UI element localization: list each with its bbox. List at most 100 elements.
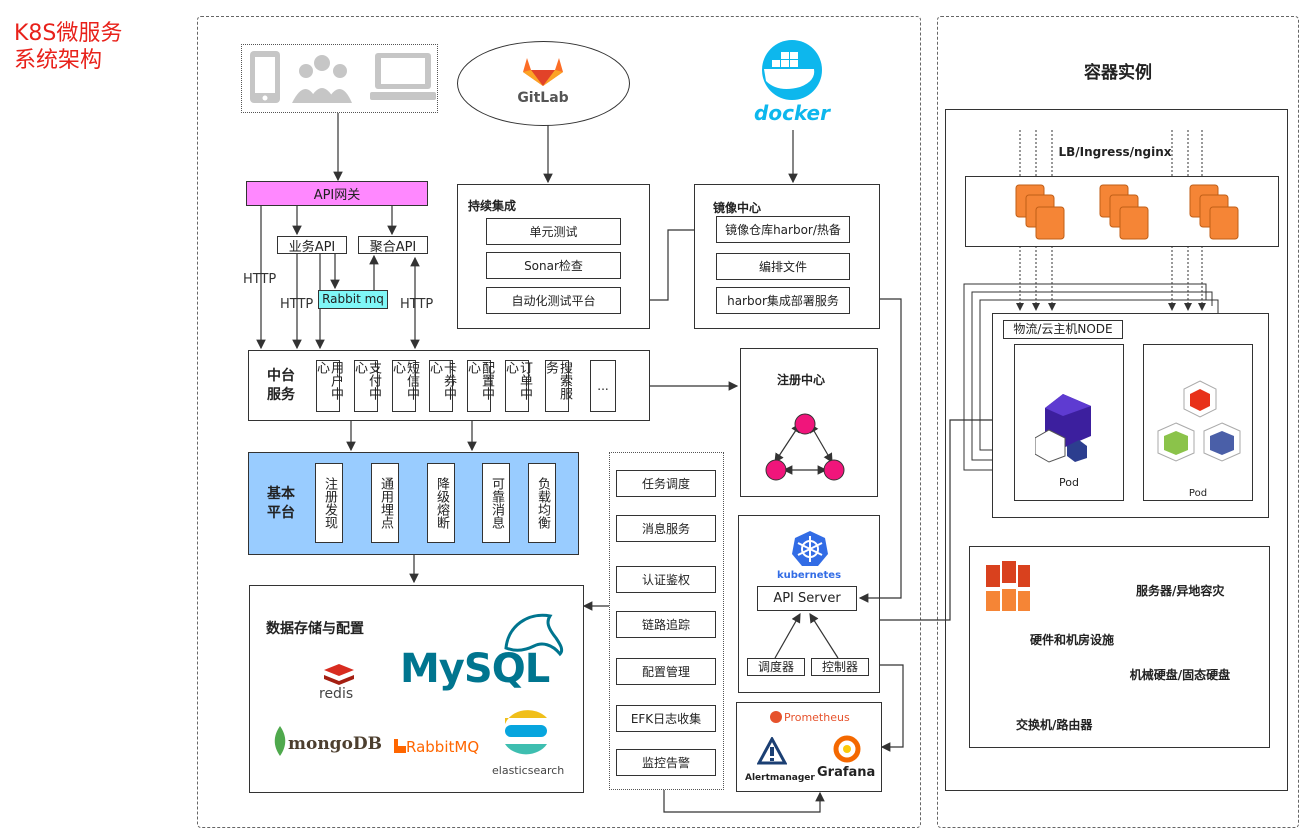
pod-cube-icon: [1035, 394, 1091, 463]
ci-item-autotest: 自动化测试平台: [486, 287, 621, 314]
registry-item-deploy: harbor集成部署服务: [716, 287, 850, 314]
middle-item-order: 订单中心: [503, 360, 532, 412]
ci-title: 持续集成: [468, 199, 517, 213]
registry-item-orchestration: 编排文件: [716, 253, 850, 280]
http-label-3: HTTP: [400, 297, 434, 312]
mysql-logo: MySQL: [400, 646, 550, 692]
prometheus-label: Prometheus: [784, 711, 850, 724]
middle-item-config: 配置中心: [465, 360, 494, 412]
title-line-1: K8S微服务: [14, 21, 123, 46]
api-server: API Server: [757, 586, 857, 611]
infra-switch: 交换机/路由器: [1016, 718, 1093, 732]
rabbitmq-logo-label: RabbitMQ: [406, 738, 480, 756]
kubernetes-box: kubernetes API Server 调度器 控制器: [738, 515, 880, 693]
prometheus-icon: [770, 711, 782, 723]
infra-server: 服务器/异地容灾: [1136, 584, 1225, 598]
prometheus-box: Prometheus Alertmanager Grafana: [736, 702, 882, 792]
node-label: 物流/云主机NODE: [1003, 320, 1123, 339]
elasticsearch-icon: [505, 710, 547, 755]
pod-1-label: Pod: [1059, 476, 1079, 489]
middle-item-more: ...: [590, 360, 616, 412]
middle-item-sms: 短信中心: [390, 360, 419, 412]
ops-item-efk: EFK日志收集: [616, 705, 716, 732]
registry-node-top: [794, 413, 816, 435]
ops-item-msg: 消息服务: [616, 515, 716, 542]
title-line-2: 系统架构: [14, 48, 103, 73]
middle-item-user: 用户中心: [314, 360, 343, 412]
registry-box: 镜像中心 镜像仓库harbor/热备 编排文件 harbor集成部署服务: [694, 184, 880, 329]
base-item-lb: 负载均衡: [528, 463, 556, 543]
storage-title: 数据存储与配置: [266, 621, 364, 637]
registry-item-harbor: 镜像仓库harbor/热备: [716, 216, 850, 243]
base-item-discovery: 注册发现: [315, 463, 343, 543]
biz-api: 业务API: [277, 236, 347, 255]
base-item-reliable-msg: 可靠消息: [482, 463, 510, 543]
gitlab-ellipse: GitLab: [457, 41, 630, 126]
api-gateway: API网关: [246, 181, 428, 206]
gitlab-label: GitLab: [517, 90, 569, 106]
alertmanager-icon: [757, 737, 787, 765]
registry-title: 镜像中心: [713, 201, 762, 215]
node-box: 物流/云主机NODE Pod Pod: [992, 313, 1269, 518]
pod-1: Pod: [1014, 344, 1124, 501]
mysql-label: MySQL: [400, 646, 550, 692]
redis-icon: [324, 664, 354, 685]
clients-icons: [250, 51, 436, 103]
redis-label: redis: [319, 686, 354, 702]
ci-box: 持续集成 单元测试 Sonar检查 自动化测试平台: [457, 184, 650, 329]
registry-center-title: 注册中心: [777, 373, 826, 387]
registry-center-box: 注册中心: [740, 348, 878, 497]
infra-box: 服务器/异地容灾 硬件和机房设施 机械硬盘/固态硬盘 交换机/路由器: [969, 546, 1270, 748]
storage-box: 数据存储与配置 MySQL redis mongoDB RabbitMQ ela…: [249, 585, 584, 793]
ops-box: 任务调度 消息服务 认证鉴权 链路追踪 配置管理 EFK日志收集 监控告警: [609, 452, 724, 790]
mongodb-label: mongoDB: [288, 734, 383, 754]
base-platform: 基本平台 注册发现 通用埋点 降级熔断 可靠消息 负载均衡: [248, 452, 579, 555]
mongodb-leaf-icon: [274, 726, 286, 756]
container-region: [937, 16, 1299, 828]
agg-api: 聚合API: [358, 236, 428, 255]
lb-box: [965, 176, 1279, 247]
base-item-tracking: 通用埋点: [371, 463, 399, 543]
middle-item-pay: 支付中心: [352, 360, 381, 412]
container-title: 容器实例: [1084, 63, 1152, 83]
base-item-circuit: 降级熔断: [427, 463, 455, 543]
ops-item-auth: 认证鉴权: [616, 566, 716, 593]
ops-item-scheduler: 任务调度: [616, 470, 716, 497]
rabbitmq-box: Rabbit mq: [318, 290, 388, 309]
ci-item-unit-test: 单元测试: [486, 218, 621, 245]
registry-node-right: [823, 459, 845, 481]
clients-box: [241, 44, 438, 113]
infra-datacenter: 硬件和机房设施: [1030, 633, 1115, 647]
ops-item-trace: 链路追踪: [616, 611, 716, 638]
grafana-label: Grafana: [817, 765, 876, 780]
docker-label: docker: [754, 101, 831, 125]
ops-item-monitor: 监控告警: [616, 749, 716, 776]
middle-item-search: 搜索服务: [543, 360, 572, 412]
infra-disk: 机械硬盘/固态硬盘: [1129, 668, 1231, 682]
architecture-region: [197, 16, 921, 828]
kubernetes-label: kubernetes: [776, 570, 842, 581]
registry-node-left: [765, 459, 787, 481]
pod-cluster-icon: [1157, 380, 1241, 462]
elasticsearch-label: elasticsearch: [492, 764, 565, 777]
pod-2-label: Pod: [1188, 488, 1208, 499]
lb-label: LB/Ingress/nginx: [1058, 145, 1172, 159]
base-title: 基本平台: [267, 486, 295, 521]
lb-instance-icons: [1015, 184, 1239, 240]
http-label-1: HTTP: [243, 272, 277, 287]
kubernetes-icon: [792, 531, 828, 566]
ops-item-config: 配置管理: [616, 658, 716, 685]
http-label-2: HTTP: [280, 297, 314, 312]
pod-2: Pod: [1143, 344, 1253, 501]
k8s-controller: 控制器: [811, 658, 869, 676]
aws-storage-icon: [986, 561, 1030, 611]
k8s-scheduler: 调度器: [747, 658, 805, 676]
alertmanager-label: Alertmanager: [745, 773, 815, 783]
rabbitmq-icon: [394, 739, 406, 753]
diagram-title: K8S微服务 系统架构: [14, 20, 122, 74]
users-icon: [314, 55, 330, 71]
grafana-icon: [833, 735, 861, 763]
mysql-dolphin-icon: [504, 613, 564, 657]
middle-title: 中台服务: [267, 368, 295, 403]
